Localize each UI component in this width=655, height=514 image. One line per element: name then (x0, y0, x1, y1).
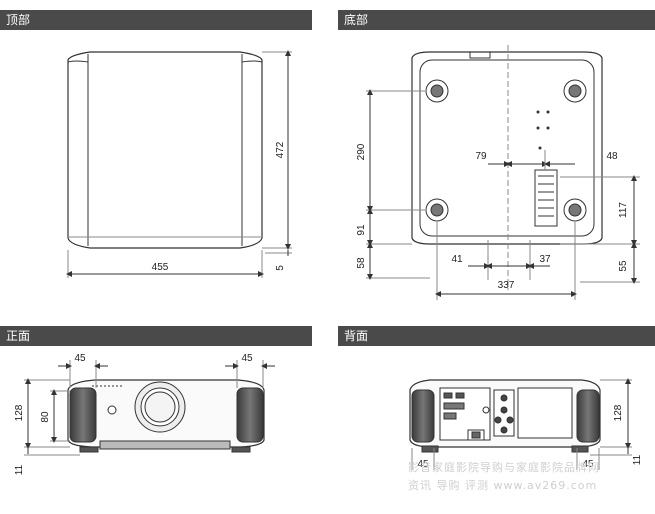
bottom-vent-left-label: 79 (475, 151, 487, 162)
top-foot-label: 5 (275, 265, 286, 271)
bottom-rear-offset-label: 91 (356, 224, 367, 236)
bottom-foot-spacing-width-label: 337 (498, 280, 515, 291)
section-title-front: 正面 (6, 329, 31, 343)
bottom-left-offset-label: 41 (451, 254, 463, 265)
section-title-back: 背面 (344, 329, 369, 343)
back-view-drawing (409, 378, 632, 470)
front-view-drawing (24, 360, 275, 456)
front-foot-label: 11 (14, 464, 25, 475)
front-height-label: 128 (14, 404, 25, 421)
watermark-line-2: 资讯 导购 评测 www.av269.com (408, 479, 598, 492)
back-side-right-label: 45 (582, 459, 594, 470)
front-side-left-label: 45 (74, 353, 86, 364)
section-title-bottom: 底部 (344, 13, 369, 27)
back-side-left-label: 45 (417, 459, 429, 470)
bottom-view-drawing (366, 45, 640, 300)
top-depth-label: 472 (275, 141, 286, 158)
section-header-back: 背面 (338, 326, 655, 346)
bottom-rear-edge-label: 58 (356, 257, 367, 269)
front-side-right-label: 45 (241, 353, 253, 364)
section-header-front: 正面 (0, 326, 312, 346)
bottom-right-edge-label: 55 (618, 260, 629, 272)
top-width-label: 455 (152, 262, 169, 273)
bottom-right-offset-label: 37 (539, 254, 551, 265)
watermark-line-1: 影音家庭影院导购与家庭影院品牌网 (408, 461, 600, 474)
bottom-vent-right-label: 48 (606, 151, 618, 162)
section-title-top: 顶部 (6, 13, 31, 27)
section-header-bottom: 底部 (338, 10, 655, 30)
section-header-top: 顶部 (0, 10, 312, 30)
bottom-vent-depth-label: 117 (618, 202, 629, 218)
front-lens-height-label: 80 (40, 411, 51, 423)
top-view-drawing (66, 50, 292, 278)
back-foot-label: 11 (632, 454, 643, 465)
back-height-label: 128 (613, 404, 624, 421)
bottom-foot-spacing-depth-label: 290 (356, 143, 367, 160)
